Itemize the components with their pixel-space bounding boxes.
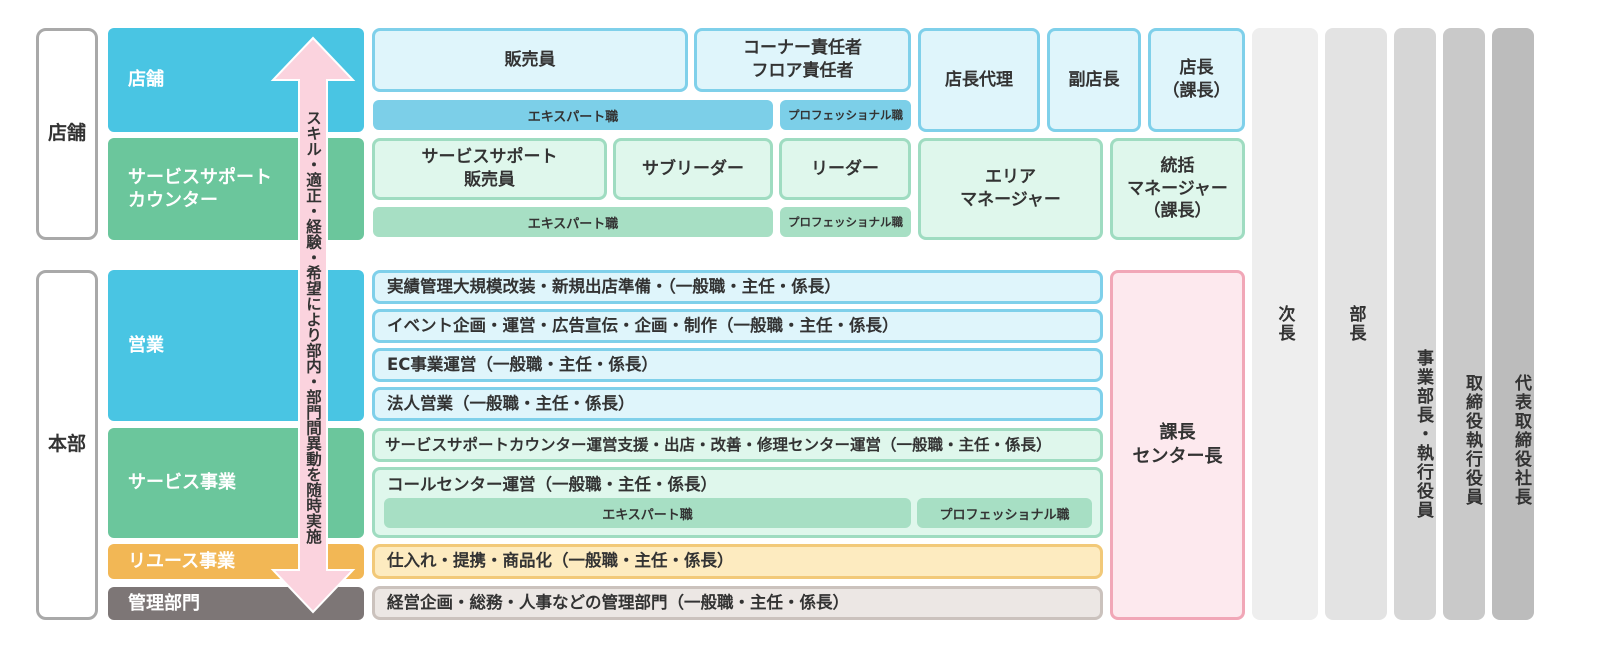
hq-row-service-1: サービスサポートカウンター運営支援・出店・改善・修理センター運営（一般職・主任・… bbox=[372, 428, 1103, 462]
column-director-officer: 取締役執行役員 bbox=[1443, 28, 1485, 620]
hq-row-sales-4: 法人営業（一般職・主任・係長） bbox=[372, 387, 1103, 421]
group-label-hq: 本部 bbox=[36, 270, 98, 620]
hq-row-sales-2: イベント企画・運営・広告宣伝・企画・制作（一般職・主任・係長） bbox=[372, 309, 1103, 343]
column-division-head: 事業部長・執行役員 bbox=[1394, 28, 1436, 620]
hq-row-reuse-1: 仕入れ・提携・商品化（一般職・主任・係長） bbox=[372, 544, 1103, 579]
role-support-sales-staff: サービスサポート 販売員 bbox=[372, 138, 607, 200]
role-general-manager: 統括 マネージャー （課長） bbox=[1110, 138, 1245, 240]
role-sales-staff: 販売員 bbox=[372, 28, 688, 92]
hq-row-service-2-label: コールセンター運営（一般職・主任・係長） bbox=[387, 475, 717, 494]
support-professional-bar: プロフェッショナル職 bbox=[780, 207, 911, 237]
column-director: 部長 bbox=[1325, 28, 1387, 620]
role-section-manager-center-head: 課長 センター長 bbox=[1110, 270, 1245, 620]
double-arrow-icon bbox=[270, 36, 356, 614]
store-professional-bar: プロフェッショナル職 bbox=[780, 100, 911, 130]
hq-row-admin-1: 経営企画・総務・人事などの管理部門（一般職・主任・係長） bbox=[372, 586, 1103, 620]
hq-row-sales-3: EC事業運営（一般職・主任・係長） bbox=[372, 348, 1103, 382]
role-vice-store-manager: 副店長 bbox=[1047, 28, 1141, 132]
role-sub-leader: サブリーダー bbox=[613, 138, 773, 200]
arrow-caption: スキル・適正・経験・希望により部内・部門間異動を随時実施 bbox=[304, 110, 322, 544]
support-expert-bar: エキスパート職 bbox=[373, 207, 773, 237]
role-leader: リーダー bbox=[779, 138, 911, 200]
service-expert-bar: エキスパート職 bbox=[384, 498, 911, 528]
role-acting-store-manager: 店長代理 bbox=[918, 28, 1040, 132]
store-expert-bar: エキスパート職 bbox=[373, 100, 773, 130]
role-corner-floor-manager: コーナー責任者 フロア責任者 bbox=[694, 28, 911, 92]
role-store-manager: 店長 （課長） bbox=[1148, 28, 1245, 132]
group-label-store: 店舗 bbox=[36, 28, 98, 240]
role-area-manager: エリア マネージャー bbox=[918, 138, 1103, 240]
column-deputy-director: 次長 bbox=[1252, 28, 1318, 620]
hq-row-sales-1: 実績管理大規模改装・新規出店準備・（一般職・主任・係長） bbox=[372, 270, 1103, 304]
service-professional-bar: プロフェッショナル職 bbox=[917, 498, 1092, 528]
column-president: 代表取締役社長 bbox=[1492, 28, 1534, 620]
